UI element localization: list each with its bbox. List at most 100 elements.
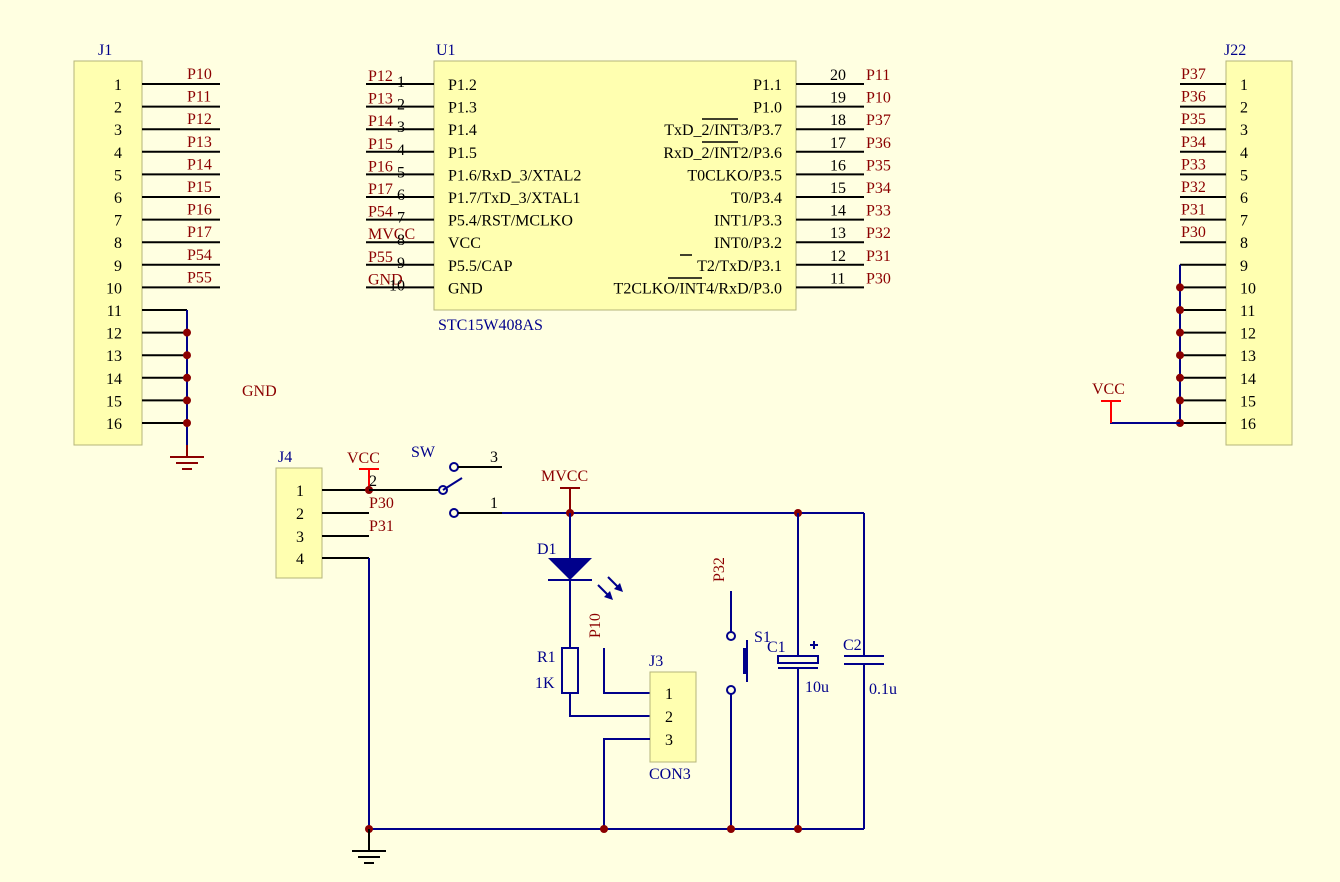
net-label-j22: P30 xyxy=(1181,224,1206,241)
net-label-j1: P11 xyxy=(187,89,211,106)
j22-designator: J22 xyxy=(1224,42,1246,59)
u1-left-net-label: P16 xyxy=(368,158,393,175)
j22-pin-number: 10 xyxy=(1240,280,1256,297)
j22-pin-number: 11 xyxy=(1240,303,1255,320)
led-arrowhead xyxy=(614,583,623,592)
j22-pin-number: 16 xyxy=(1240,416,1256,433)
gnd-net-label: GND xyxy=(242,383,277,400)
j1-pin-number: 11 xyxy=(107,303,122,320)
u1-right-net-label: P11 xyxy=(866,67,890,84)
r1-designator: R1 xyxy=(537,649,556,666)
r1-body xyxy=(561,647,579,694)
u1-pin-number: 20 xyxy=(830,67,846,84)
u1-pin-name: P1.6/RxD_3/XTAL2 xyxy=(448,167,581,184)
u1-pin-name: INT1/P3.3 xyxy=(714,213,782,230)
u1-pin-number: 18 xyxy=(830,112,846,129)
u1-right-net-label: P33 xyxy=(866,203,891,220)
net-label-j1: P54 xyxy=(187,247,212,264)
j1-pin-number: 13 xyxy=(106,348,122,365)
net-label-d1: P10 xyxy=(587,613,604,638)
u1-right-net-label: P37 xyxy=(866,112,891,129)
net-label-j22: P33 xyxy=(1181,156,1206,173)
u1-pin-name: T0/P3.4 xyxy=(731,190,782,207)
j3-pin-number: 3 xyxy=(665,732,673,749)
j1-pin-number: 4 xyxy=(114,145,122,162)
u1-body xyxy=(433,60,797,311)
c1-plate-top xyxy=(777,655,819,664)
u1-pin-name: T2CLKO/INT4/RxD/P3.0 xyxy=(614,280,782,297)
u1-pin-name: VCC xyxy=(448,235,481,252)
u1-pin-name: P1.1 xyxy=(753,77,782,94)
c2-designator: C2 xyxy=(843,637,862,654)
u1-pin-number: 11 xyxy=(830,270,845,287)
j22-pin-number: 1 xyxy=(1240,77,1248,94)
j1-designator: J1 xyxy=(98,42,112,59)
net-label-j22: P35 xyxy=(1181,111,1206,128)
j1-pin-number: 5 xyxy=(114,167,122,184)
s1-terminal-top xyxy=(726,631,736,641)
mvcc-net-label: MVCC xyxy=(541,468,588,485)
u1-pin-name: TxD_2/INT3/P3.7 xyxy=(664,122,782,139)
u1-left-net-label: P15 xyxy=(368,136,393,153)
j1-pin-number: 15 xyxy=(106,393,122,410)
u1-pin-number: 8 xyxy=(397,232,405,249)
u1-pin-name: P1.4 xyxy=(448,122,477,139)
u1-right-net-label: P36 xyxy=(866,135,891,152)
u1-pin-name: P1.3 xyxy=(448,100,477,117)
u1-pin-number: 13 xyxy=(830,225,846,242)
sw-terminal-1 xyxy=(449,508,459,518)
r1-value: 1K xyxy=(535,675,555,692)
u1-left-net-label: GND xyxy=(368,271,403,288)
sw-designator: SW xyxy=(411,444,436,461)
junction-dot xyxy=(1176,351,1184,360)
u1-right-net-label: P32 xyxy=(866,225,891,242)
net-label-j4: P30 xyxy=(369,495,394,512)
net-label-j4: P31 xyxy=(369,518,394,535)
j1-pin-number: 9 xyxy=(114,258,122,275)
u1-pin-number: 15 xyxy=(830,180,846,197)
j1-body xyxy=(73,60,143,446)
j22-pin-number: 3 xyxy=(1240,122,1248,139)
j1-pin-number: 12 xyxy=(106,326,122,343)
j1-pin-number: 7 xyxy=(114,213,122,230)
u1-left-net-label: P14 xyxy=(368,113,393,130)
u1-right-net-label: P31 xyxy=(866,248,891,265)
u1-pin-number: 12 xyxy=(830,248,846,265)
c1-value: 10u xyxy=(805,679,829,696)
sw-pin-1: 1 xyxy=(490,495,498,512)
u1-pin-name: GND xyxy=(448,280,483,297)
junction-dot xyxy=(1176,283,1184,292)
j1-pin-number: 16 xyxy=(106,416,122,433)
j3-part-number: CON3 xyxy=(649,766,691,783)
u1-pin-number: 14 xyxy=(830,203,846,220)
junction-dot xyxy=(183,328,191,337)
j22-pin-number: 9 xyxy=(1240,258,1248,275)
u1-left-net-label: MVCC xyxy=(368,226,415,243)
sw-blade xyxy=(442,477,463,491)
net-label-j22: P36 xyxy=(1181,89,1206,106)
j1-pin-number: 14 xyxy=(106,371,122,388)
u1-pin-number: 4 xyxy=(397,142,405,159)
u1-pin-number: 7 xyxy=(397,210,405,227)
s1-designator: S1 xyxy=(754,629,771,646)
u1-pin-name: P1.2 xyxy=(448,77,477,94)
j4-pin-number: 3 xyxy=(296,529,304,546)
j1-pin-number: 8 xyxy=(114,235,122,252)
u1-pin-name: RxD_2/INT2/P3.6 xyxy=(663,145,782,162)
j3-pin-number: 1 xyxy=(665,686,673,703)
u1-right-net-label: P30 xyxy=(866,270,891,287)
junction-dot xyxy=(727,825,735,833)
u1-left-net-label: P54 xyxy=(368,204,393,221)
u1-left-net-label: P13 xyxy=(368,91,393,108)
u1-pin-number: 5 xyxy=(397,164,405,181)
led-triangle xyxy=(548,558,592,580)
r1-to-j3-wire xyxy=(569,693,650,717)
c2-value: 0.1u xyxy=(869,681,897,698)
s1-terminal-bottom xyxy=(726,685,736,695)
junction-dot xyxy=(1176,396,1184,405)
net-label-j1: P55 xyxy=(187,269,212,286)
j3-body xyxy=(649,671,697,763)
vcc-net-label-j4: VCC xyxy=(347,450,380,467)
j22-pin-number: 15 xyxy=(1240,393,1256,410)
